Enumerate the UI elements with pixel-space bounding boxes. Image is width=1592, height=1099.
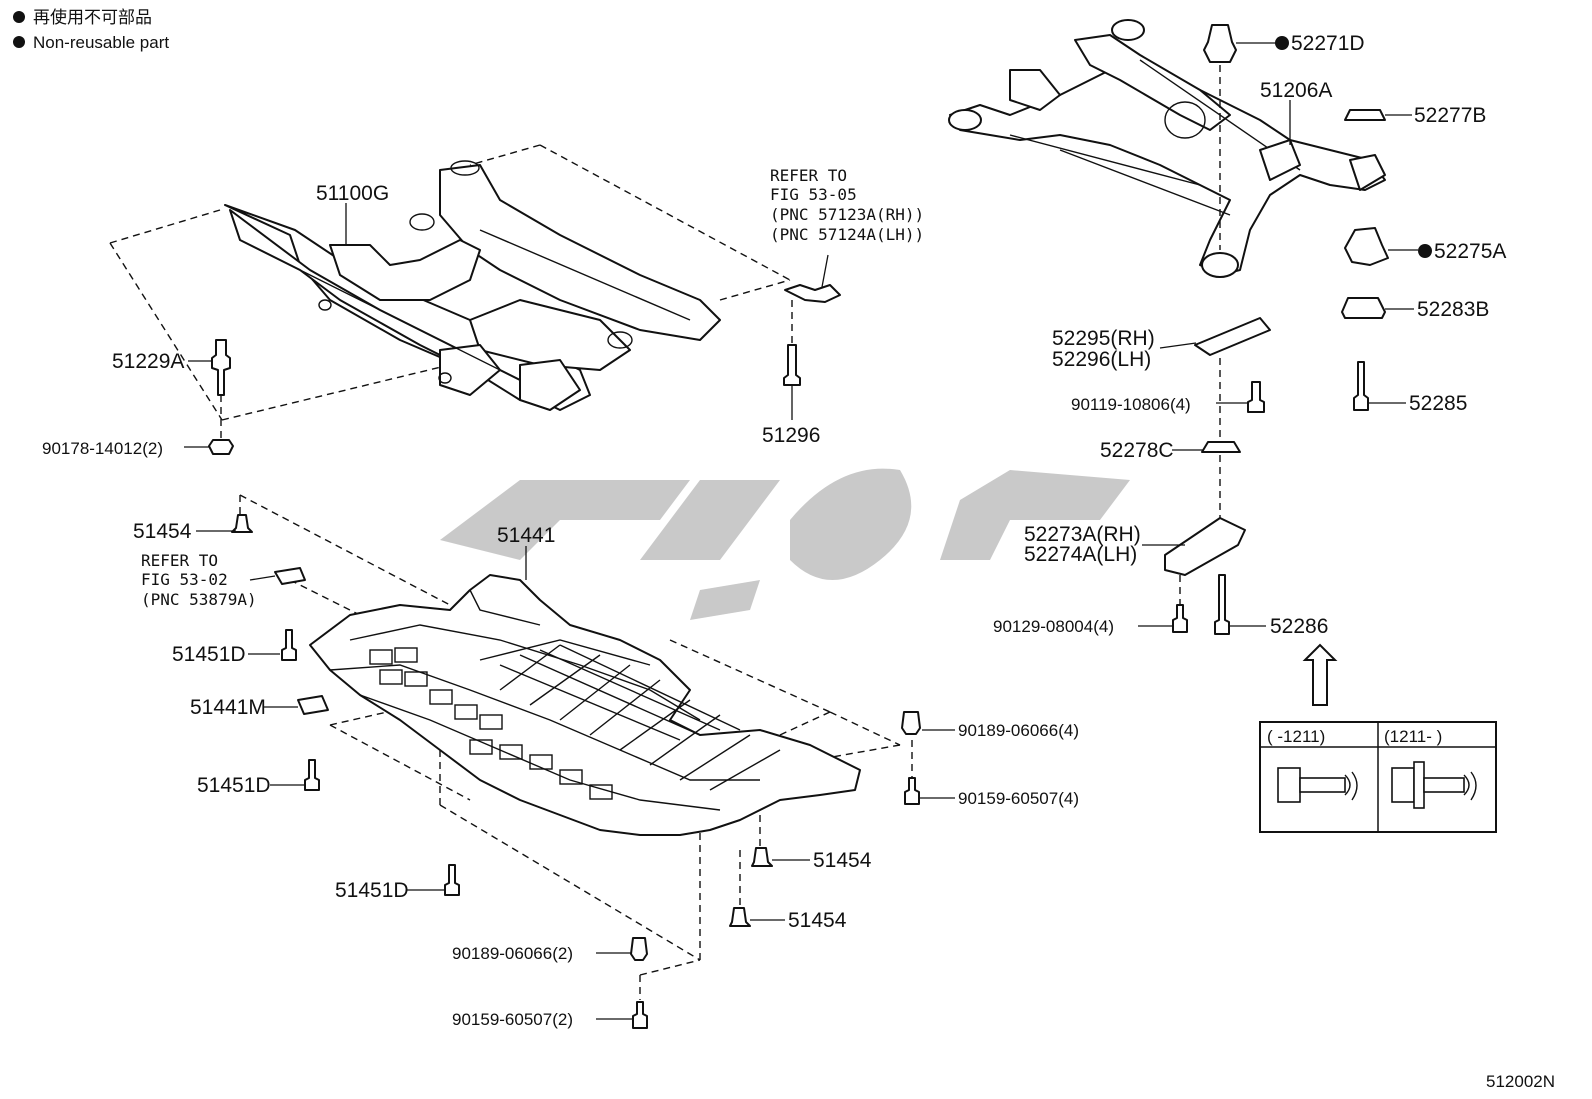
bracket-drawing (783, 254, 841, 420)
part-labels: 51100G 51229A 90178-14012(2) 51296 REFER… (42, 32, 1555, 1091)
non-reusable-icon (1275, 36, 1289, 50)
label-51451d-c: 51451D (335, 879, 409, 902)
nut-53879a (274, 567, 306, 585)
label-52283b: 52283B (1417, 298, 1489, 321)
washer-52278c (1201, 441, 1241, 453)
nut-51441m (297, 695, 329, 715)
label-51206a: 51206A (1260, 79, 1332, 102)
ref2-line-2: FIG 53-02 (141, 570, 228, 589)
label-52295-rh: 52295(RH) (1052, 327, 1155, 350)
clip-51454-c (729, 907, 751, 927)
bolt-52285 (1353, 361, 1369, 411)
bolt-51451d-b (304, 759, 320, 791)
label-51441: 51441 (497, 524, 555, 547)
label-90189-06066-2: 90189-06066(2) (452, 944, 573, 963)
legend: 再使用不可部品 Non-reusable part (13, 7, 169, 52)
label-51229a: 51229A (112, 350, 184, 373)
pointer-arrow (1302, 643, 1338, 706)
bolt-52286 (1214, 574, 1230, 635)
filled-circle-icon (13, 11, 25, 23)
legend-line-2: Non-reusable part (33, 33, 169, 52)
label-51454-b: 51454 (813, 849, 872, 872)
bolt-old-icon (1277, 767, 1358, 803)
bolt-new-icon (1391, 761, 1477, 809)
rear-subframe-drawing (948, 19, 1386, 278)
under-cover-drawing (239, 494, 913, 1000)
label-51451d-b: 51451D (197, 774, 271, 797)
figure-code: 512002N (1486, 1072, 1555, 1091)
cover-fasteners (231, 514, 921, 1029)
cushion-52283b (1341, 297, 1386, 319)
clip-51454-b (751, 847, 773, 867)
label-90189-06066-4: 90189-06066(4) (958, 721, 1079, 740)
label-90119-10806: 90119-10806(4) (1071, 395, 1191, 414)
refer-note-fig-53-02: REFER TO FIG 53-02 (PNC 53879A) (141, 551, 257, 609)
non-reusable-icon (1418, 244, 1432, 258)
label-52278c: 52278C (1100, 439, 1174, 462)
cushion-52275a (1344, 227, 1389, 266)
label-52273a-rh: 52273A(RH) (1024, 523, 1141, 546)
stopper-52271d (1203, 24, 1237, 63)
clip-90189-a (901, 711, 921, 735)
label-52296-lh: 52296(LH) (1052, 348, 1151, 371)
bolt-90129 (1172, 604, 1188, 633)
inset-col-2-header: (1211- ) (1384, 727, 1442, 746)
bolt-51451d-c (444, 864, 460, 896)
washer-52277b (1344, 109, 1386, 121)
legend-line-1: 再使用不可部品 (33, 7, 152, 27)
refer-note-fig-53-05: REFER TO FIG 53-05 (PNC 57123A(RH)) (PNC… (770, 166, 924, 244)
bolt-51451d-a (281, 629, 297, 661)
label-51296: 51296 (762, 424, 820, 447)
bolt-90159-b (632, 1001, 648, 1029)
label-52286: 52286 (1270, 615, 1328, 638)
label-51441m: 51441M (190, 696, 266, 719)
ref1-line-1: REFER TO (770, 166, 847, 185)
filled-circle-icon (13, 36, 25, 48)
label-51454-a: 51454 (133, 520, 192, 543)
ref1-line-2: FIG 53-05 (770, 185, 857, 204)
ref2-line-1: REFER TO (141, 551, 218, 570)
ref1-line-4: (PNC 57124A(LH)) (770, 225, 924, 244)
label-52277b: 52277B (1414, 104, 1486, 127)
cover-rib-pattern (369, 647, 613, 800)
leader-lines (184, 42, 1418, 1020)
clip-90189-b (630, 937, 648, 961)
label-52271d: 52271D (1291, 32, 1365, 55)
label-90159-60507-2: 90159-60507(2) (452, 1010, 573, 1029)
ref2-line-3: (PNC 53879A) (141, 590, 257, 609)
inset-table: ( -1211) (1211- ) (1259, 721, 1497, 833)
bolt-90159-a (904, 777, 920, 805)
label-51451d-a: 51451D (172, 643, 246, 666)
front-bolt-drawing (208, 339, 234, 455)
label-51454-c: 51454 (788, 909, 847, 932)
label-51100g: 51100G (316, 182, 389, 205)
label-52274a-lh: 52274A(LH) (1024, 543, 1137, 566)
label-52285: 52285 (1409, 392, 1467, 415)
ref1-line-3: (PNC 57123A(RH)) (770, 205, 924, 224)
front-crossmember-drawing (109, 144, 791, 421)
label-90178-14012: 90178-14012(2) (42, 439, 163, 458)
watermark-logo (440, 468, 1130, 620)
bracket-52295 (1194, 317, 1271, 356)
inset-col-1-header: ( -1211) (1267, 727, 1325, 746)
rear-mount-parts (1164, 24, 1389, 635)
label-90129-08004: 90129-08004(4) (993, 617, 1114, 636)
clip-51454-a (231, 514, 253, 533)
bolt-90119 (1247, 381, 1265, 413)
label-90159-60507-4: 90159-60507(4) (958, 789, 1079, 808)
bracket-52273a (1164, 517, 1246, 576)
label-52275a: 52275A (1434, 240, 1506, 263)
cover-grid-pattern (499, 644, 781, 791)
